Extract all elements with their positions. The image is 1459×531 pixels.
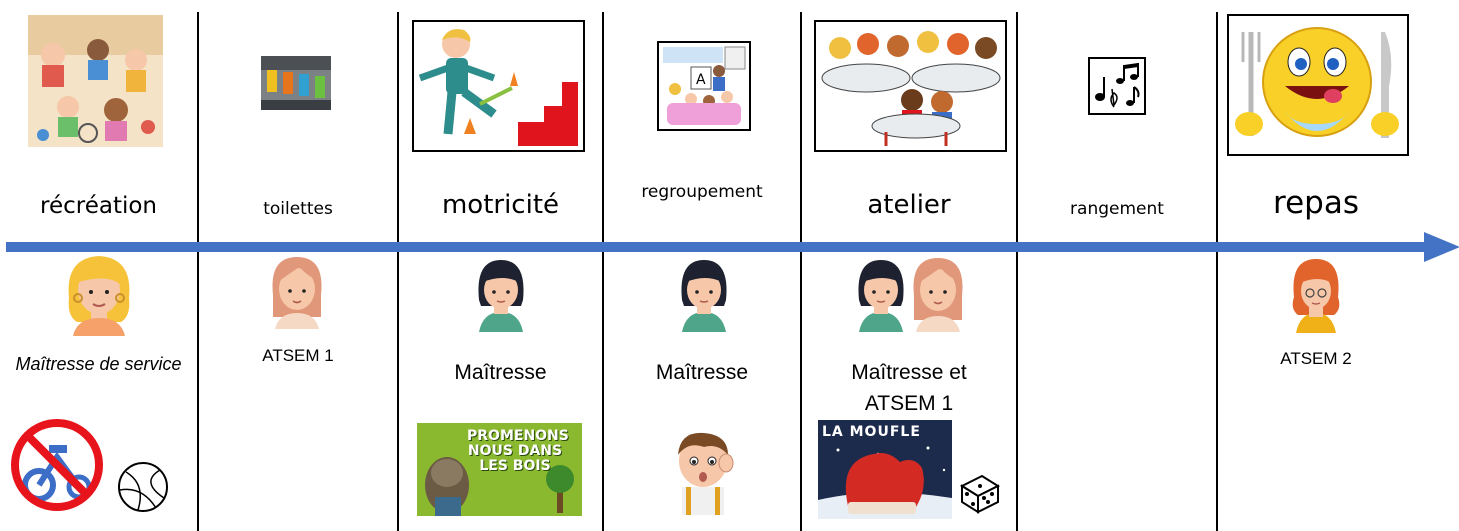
person-label-atelier-line1: Maîtresse et [851, 361, 967, 384]
column-motricite: motricité Maîtresse PROMENONS NOUS DANS … [399, 0, 602, 531]
activity-label-regroupement: regroupement [641, 182, 763, 202]
separator [1016, 12, 1018, 531]
separator [800, 12, 802, 531]
recreation-picture [28, 15, 163, 147]
separator [1216, 12, 1218, 531]
activity-label-recreation: récréation [40, 193, 157, 219]
teacher-avatar [473, 256, 529, 332]
book-title-promenons: PROMENONS NOUS DANS LES BOIS [467, 428, 569, 474]
book-cover-la-moufle: LA MOUFLE [818, 420, 952, 519]
column-toilettes: toilettes ATSEM 1 [199, 0, 397, 531]
separator [602, 12, 604, 531]
activity-label-atelier: atelier [867, 190, 951, 220]
person-label-recreation: Maîtresse de service [15, 354, 182, 374]
group-time-picture: A [657, 41, 751, 131]
separator [397, 12, 399, 531]
music-notes-icon [1088, 57, 1146, 115]
no-tricycle-icon [9, 417, 105, 513]
teacher-avatar [853, 256, 909, 332]
atsem-1-avatar [908, 254, 968, 332]
meal-smiley-picture [1227, 14, 1409, 156]
person-label-atelier-line2: ATSEM 1 [864, 392, 954, 415]
timeline-arrow [6, 232, 1459, 262]
column-regroupement: A regroupement Maîtresse [604, 0, 800, 531]
activity-label-motricite: motricité [441, 190, 560, 220]
teacher-avatar [676, 256, 732, 332]
ball-icon [116, 460, 170, 514]
person-label-toilettes: ATSEM 1 [262, 346, 334, 365]
toilets-picture [261, 56, 331, 110]
listening-boy-picture [668, 425, 738, 515]
activity-label-repas: repas [1273, 185, 1359, 221]
person-label-motricite: Maîtresse [454, 361, 547, 384]
separator [197, 12, 199, 531]
motor-skills-picture [412, 20, 585, 152]
dice-icon [956, 470, 1002, 516]
teacher-on-duty-avatar [63, 252, 135, 336]
activity-label-rangement: rangement [1070, 199, 1164, 219]
column-recreation: récréation Maîtresse de service [0, 0, 197, 531]
atsem-1-avatar [267, 253, 327, 329]
column-atelier: atelier Maîtresse et ATSEM 1 [802, 0, 1016, 531]
workshop-picture [814, 20, 1007, 152]
atsem-2-avatar [1290, 257, 1342, 333]
person-label-regroupement: Maîtresse [655, 361, 749, 384]
column-rangement: rangement [1018, 0, 1216, 531]
book-cover-promenons: PROMENONS NOUS DANS LES BOIS [417, 423, 582, 516]
activity-label-toilettes: toilettes [263, 199, 333, 219]
person-label-repas: ATSEM 2 [1280, 349, 1352, 368]
column-repas: repas ATSEM 2 [1218, 0, 1459, 531]
svg-text:A: A [696, 72, 706, 88]
book-title-la-moufle: LA MOUFLE [822, 424, 921, 440]
